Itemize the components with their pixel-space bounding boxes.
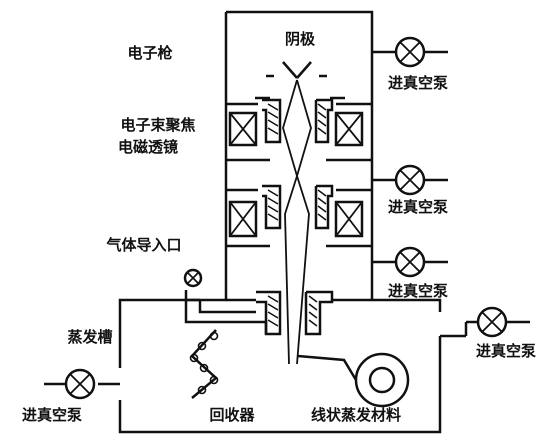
coil-icon [334, 111, 364, 147]
coil-icon [228, 111, 258, 147]
pole-piece-middle [262, 184, 334, 230]
electron-gun-label: 电子枪 [127, 44, 172, 62]
vacuum-pump-icon [394, 246, 448, 278]
gas-valve-icon [183, 268, 203, 288]
vacuum-pump-label: 进真空泵 [388, 198, 448, 216]
focus-coil-section-upper [224, 102, 396, 192]
focus-lens-label-line1: 电子束聚焦 [120, 116, 195, 134]
gas-inlet-pipe [184, 290, 268, 334]
coil-icon [334, 200, 364, 238]
wire-material-label: 线状蒸发材料 [311, 406, 401, 424]
vacuum-pump-label: 进真空泵 [388, 74, 448, 92]
vacuum-pump-icon [44, 368, 96, 400]
vacuum-pump-icon [464, 306, 530, 338]
wire-spool-icon [297, 352, 410, 408]
focus-lens-label-line2: 电磁透镜 [118, 138, 178, 156]
cathode-label: 阴极 [285, 30, 316, 48]
cathode-icon [266, 61, 327, 79]
vacuum-pump-icon [394, 36, 448, 68]
vacuum-pump-label: 进真空泵 [476, 342, 536, 360]
vacuum-pump-icon [394, 164, 448, 196]
electron-beam [282, 79, 312, 365]
evaporation-chamber [98, 282, 466, 434]
focus-coil-section-lower [224, 190, 396, 300]
collector-icon [189, 329, 219, 399]
vacuum-pump-label: 进真空泵 [22, 406, 82, 424]
pole-piece-lower [256, 290, 334, 336]
collector-label: 回收器 [209, 406, 255, 424]
electron-gun-housing [224, 10, 396, 104]
pole-piece-upper [262, 98, 334, 144]
vacuum-pump-label: 进真空泵 [388, 282, 448, 300]
coil-icon [228, 200, 258, 238]
gas-inlet-label: 气体导入口 [105, 236, 181, 254]
evaporation-chamber-label: 蒸发槽 [67, 328, 112, 346]
